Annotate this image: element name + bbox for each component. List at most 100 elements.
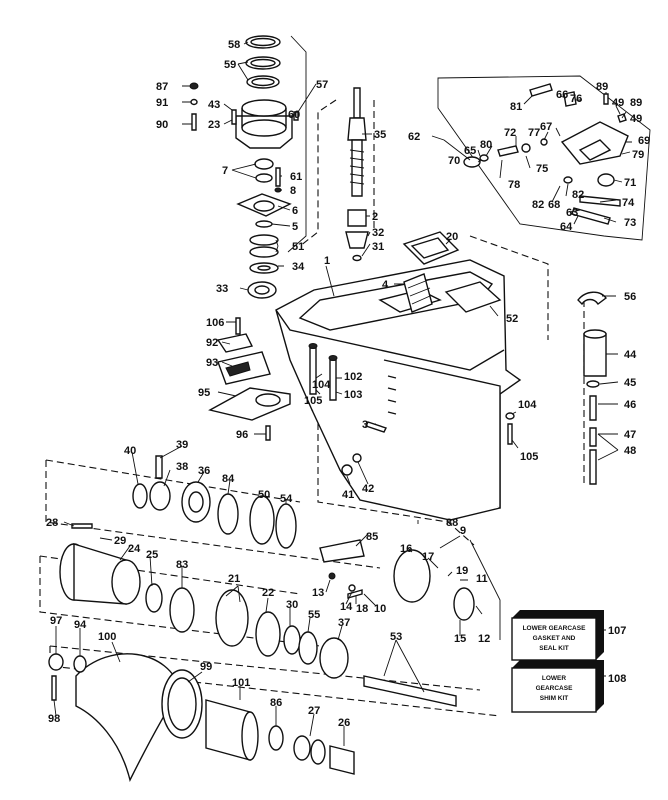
callout-73: 73: [624, 217, 636, 229]
callout-8: 8: [290, 185, 296, 197]
callout-62: 62: [408, 131, 420, 143]
gasket-kit-line2: GASKET AND: [533, 635, 576, 642]
callout-9: 9: [460, 525, 466, 537]
callout-24: 24: [128, 543, 141, 555]
shim-kit-line1: LOWER: [542, 675, 566, 682]
callout-50: 50: [258, 489, 270, 501]
callout-103: 103: [344, 389, 362, 401]
callout-10: 10: [374, 603, 386, 615]
trim-tab-parts: [208, 317, 291, 441]
callout-66: 66: [556, 89, 568, 101]
callout-23: 23: [208, 119, 220, 131]
callout-82a: 82: [532, 199, 544, 211]
callout-63: 63: [566, 207, 578, 219]
callout-92: 92: [206, 337, 218, 349]
callout-104a: 104: [312, 379, 331, 391]
callout-29: 29: [114, 535, 126, 547]
callout-64: 64: [560, 221, 573, 233]
callout-91: 91: [156, 97, 168, 109]
callout-89b: 89: [630, 97, 642, 109]
callout-22: 22: [262, 587, 274, 599]
propeller-parts: [48, 653, 355, 783]
callout-2: 2: [372, 211, 378, 223]
callout-85: 85: [366, 531, 378, 543]
callout-52: 52: [506, 313, 518, 325]
callout-94: 94: [74, 619, 87, 631]
callout-83: 83: [176, 559, 188, 571]
callout-95: 95: [198, 387, 210, 399]
upper-stack-parts: [189, 35, 299, 299]
callout-102: 102: [344, 371, 362, 383]
gasket-kit-line3: SEAL KIT: [539, 645, 569, 652]
callout-15: 15: [454, 633, 466, 645]
callout-30: 30: [286, 599, 298, 611]
callout-5: 5: [292, 221, 298, 233]
callout-49b: 49: [630, 113, 642, 125]
callout-36: 36: [198, 465, 210, 477]
callout-55: 55: [308, 609, 320, 621]
shift-rod-parts: [577, 291, 607, 485]
callout-34: 34: [292, 261, 305, 273]
callout-18: 18: [356, 603, 368, 615]
shim-kit-line3: SHIM KIT: [540, 695, 569, 702]
callout-25: 25: [146, 549, 158, 561]
callout-47: 47: [624, 429, 636, 441]
callout-67: 67: [540, 121, 552, 133]
callout-68: 68: [548, 199, 560, 211]
callout-98: 98: [48, 713, 60, 725]
callout-51: 51: [292, 241, 304, 253]
callout-61: 61: [290, 171, 302, 183]
callout-13: 13: [312, 587, 324, 599]
callout-4: 4: [382, 279, 389, 291]
callout-48: 48: [624, 445, 636, 457]
callout-60: 60: [288, 109, 300, 121]
callout-16: 16: [400, 543, 412, 555]
callout-57: 57: [316, 79, 328, 91]
callout-56: 56: [624, 291, 636, 303]
callout-45: 45: [624, 377, 636, 389]
callout-35: 35: [374, 129, 386, 141]
callout-39: 39: [176, 439, 188, 451]
callout-12: 12: [478, 633, 490, 645]
callout-59: 59: [224, 59, 236, 71]
callout-49a: 49: [612, 97, 624, 109]
callout-3: 3: [362, 419, 368, 431]
gearcase-housing: [275, 231, 522, 521]
callout-11: 11: [476, 573, 488, 585]
callout-37: 37: [338, 617, 350, 629]
callout-38: 38: [176, 461, 188, 473]
callout-19: 19: [456, 565, 468, 577]
callout-44: 44: [624, 349, 637, 361]
callout-74: 74: [622, 197, 635, 209]
shim-kit-number: 108: [608, 673, 626, 685]
callout-14: 14: [340, 601, 353, 613]
callout-17: 17: [422, 551, 434, 563]
callout-100: 100: [98, 631, 116, 643]
callout-58: 58: [228, 39, 240, 51]
callout-93: 93: [206, 357, 218, 369]
callout-42: 42: [362, 483, 374, 495]
callout-71: 71: [624, 177, 636, 189]
callout-86: 86: [270, 697, 282, 709]
callout-65: 65: [464, 145, 476, 157]
callout-40: 40: [124, 445, 136, 457]
callout-105a: 105: [304, 395, 322, 407]
callout-96: 96: [236, 429, 248, 441]
callout-7: 7: [222, 165, 228, 177]
propshaft-parts: [59, 523, 475, 707]
callout-20: 20: [446, 231, 458, 243]
callout-105b: 105: [520, 451, 538, 463]
callout-54: 54: [280, 493, 293, 505]
callout-80: 80: [480, 139, 492, 151]
callout-101: 101: [232, 677, 250, 689]
callout-43: 43: [208, 99, 220, 111]
driveshaft-parts: [345, 87, 369, 262]
callout-41: 41: [342, 489, 354, 501]
callout-87: 87: [156, 81, 168, 93]
gasket-kit-line1: LOWER GEARCASE: [523, 625, 587, 632]
callout-99: 99: [200, 661, 212, 673]
shim-kit-line2: GEARCASE: [536, 685, 574, 692]
callout-90: 90: [156, 119, 168, 131]
leader-lines: [53, 41, 632, 746]
